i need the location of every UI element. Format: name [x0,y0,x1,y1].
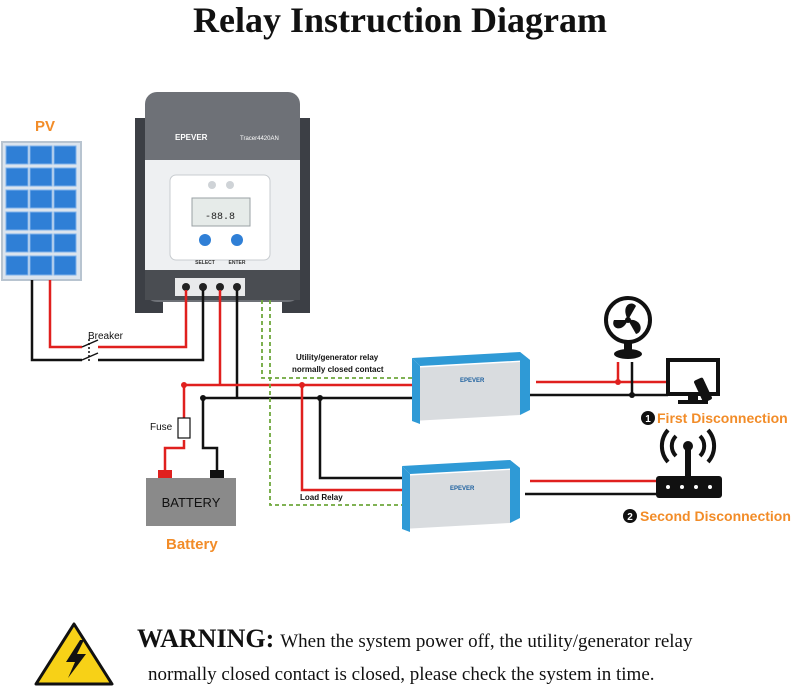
charge-controller: EPEVER Tracer4420AN -88.8 SELECT ENTER [135,92,310,313]
fuse-label: Fuse [150,422,173,433]
second-disconnection-number: 2 [627,512,633,523]
relay1-label-line1: Utility/generator relay [296,353,379,362]
inverter-1: EPEVER [412,352,530,424]
controller-display-reading: -88.8 [205,212,235,223]
page-title: Relay Instruction Diagram [193,0,607,40]
controller-model: Tracer4420AN [240,136,279,142]
ac-wiring [525,362,668,496]
select-label: SELECT [195,260,215,266]
inverter-2: EPEVER [402,460,520,532]
enter-label: ENTER [229,260,246,266]
warning-label: WARNING: [137,624,275,653]
pv-panel [1,141,82,281]
warning-line-1: WARNING:When the system power off, the u… [137,624,692,654]
router-icon [656,428,722,498]
battery-label: Battery [166,536,218,553]
dc-bus [184,383,412,492]
fan-icon [604,296,652,359]
first-disconnection-label: First Disconnection [657,410,788,426]
relay2-label: Load Relay [300,493,343,502]
enter-button [231,234,243,246]
breaker-label: Breaker [88,331,124,342]
monitor-icon [666,358,720,404]
relay1-label-line2: normally closed contact [292,365,384,374]
warning-icon [34,622,114,686]
battery-box-label: BATTERY [162,495,221,510]
second-disconnection-label: Second Disconnection [640,508,791,524]
breaker-switch [81,339,99,362]
pv-label: PV [35,118,55,135]
inverter-1-brand: EPEVER [460,378,485,384]
battery-wiring [163,290,239,470]
controller-brand: EPEVER [175,133,208,142]
first-disconnection-number: 1 [645,414,651,425]
first-disconnection: 1 First Disconnection [641,410,788,426]
relay-lines [261,300,412,506]
warning-line-2: normally closed contact is closed, pleas… [148,664,655,685]
pv-wiring [30,280,205,362]
select-button [199,234,211,246]
battery: BATTERY [146,470,236,526]
warning-text-1: When the system power off, the utility/g… [280,631,693,652]
inverter-2-brand: EPEVER [450,486,475,492]
second-disconnection: 2 Second Disconnection [623,508,791,524]
fuse [177,417,191,439]
